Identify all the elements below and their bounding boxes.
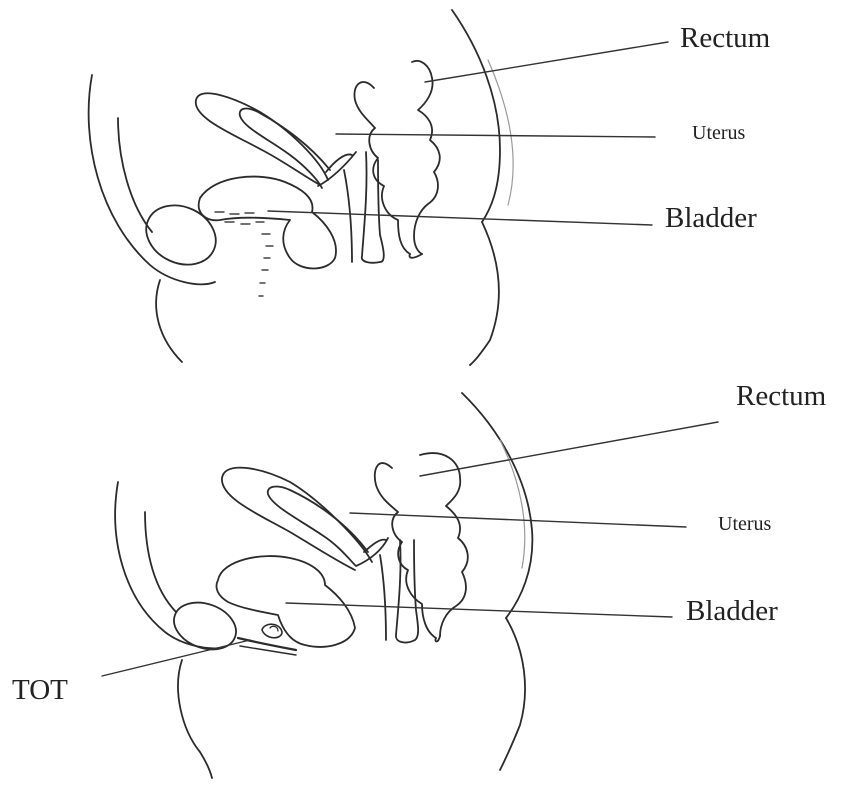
top-diagram — [89, 10, 514, 365]
bottom-rectum — [375, 453, 468, 638]
top-vagina — [344, 152, 384, 263]
bottom-diagram — [115, 393, 532, 778]
bottom-uterus-inner — [268, 487, 368, 565]
top-buttock-left — [156, 280, 182, 362]
bottom-buttock-right — [500, 618, 525, 770]
bottom-rectum-leader — [420, 422, 718, 476]
bottom-bladder — [216, 556, 355, 647]
top-bladder-leader — [268, 211, 652, 225]
top-bladder-label: Bladder — [665, 204, 757, 233]
top-urethra-dashes — [215, 212, 273, 296]
top-uterus-label: Uterus — [692, 123, 745, 143]
top-rectum-label: Rectum — [680, 24, 770, 53]
top-cervix — [318, 152, 356, 186]
top-bladder — [199, 177, 336, 269]
top-sacrum-faint — [488, 60, 513, 205]
top-buttock-right — [470, 222, 499, 365]
top-sacrum-contour — [452, 10, 500, 222]
top-rectum-leader — [425, 42, 668, 82]
top-anal-canal — [410, 254, 423, 258]
top-pubic-bone — [137, 194, 226, 275]
bottom-bladder-label: Bladder — [686, 597, 778, 626]
bottom-bladder-leader — [286, 603, 672, 617]
tot-leader — [102, 640, 250, 676]
leader-lines — [102, 42, 718, 676]
bottom-uterus-leader — [350, 513, 686, 527]
top-uterus-leader — [336, 134, 655, 137]
bottom-anal-canal — [435, 636, 440, 642]
bottom-body-contour-left — [115, 482, 222, 648]
bottom-rectum-label: Rectum — [736, 382, 826, 411]
tot-sling — [238, 624, 296, 655]
bottom-uterus-label: Uterus — [718, 514, 771, 534]
top-body-contour-left-inner — [118, 118, 152, 232]
tot-label: TOT — [12, 676, 68, 705]
top-rectum — [354, 61, 439, 254]
bottom-body-contour-left-inner — [145, 512, 176, 612]
bottom-buttock-left — [178, 660, 212, 778]
